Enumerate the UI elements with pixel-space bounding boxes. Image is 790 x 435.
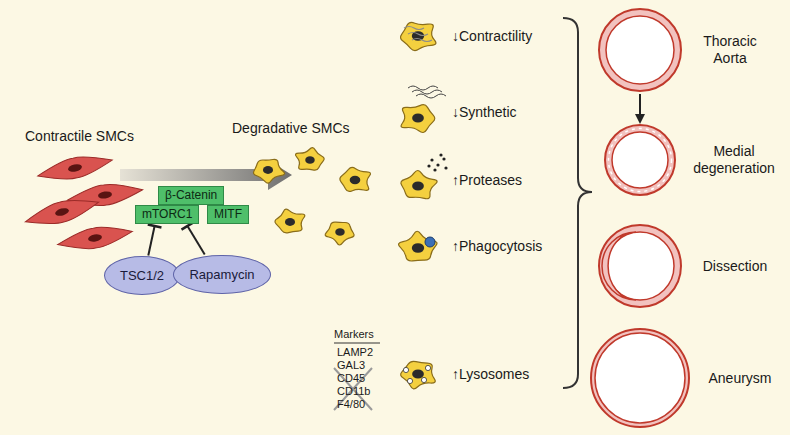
contractile-filament (404, 27, 424, 30)
phagocytosed-particle (425, 237, 435, 247)
degradative-cell (325, 222, 354, 245)
node-label: Rapamycin (189, 267, 254, 282)
degradative-cell (295, 148, 324, 170)
synthesis-squiggle (416, 94, 446, 98)
nucleus (285, 218, 295, 226)
protease-dot (444, 166, 447, 169)
marker-label: CD11b (337, 385, 370, 398)
nucleus (305, 156, 315, 163)
lysosome (425, 365, 430, 370)
contractile-cell (36, 150, 115, 186)
protease-dot (439, 153, 442, 156)
protease-dot (442, 157, 445, 160)
aorta-section: Aneurysm (590, 328, 690, 428)
lysosome (407, 378, 412, 383)
marker-label: CD45 (337, 372, 365, 385)
lysosome (403, 367, 408, 372)
nucleus (412, 181, 424, 190)
nucleus (263, 166, 273, 174)
aorta-drawing (598, 224, 682, 308)
nucleus (412, 369, 424, 378)
contractile-filament (412, 39, 432, 42)
marker-label: Markers (334, 328, 374, 341)
inhibition-line (148, 225, 162, 256)
aorta-label: Medial degeneration (688, 143, 780, 177)
aorta-label: Thoracic Aorta (694, 33, 766, 67)
aorta-drawing (598, 8, 682, 92)
degradative-cell (340, 167, 371, 191)
protease-dot (433, 168, 436, 171)
nucleus (412, 113, 424, 122)
degradative-cell (275, 209, 305, 233)
progression-arrow (640, 94, 641, 122)
cells (23, 22, 448, 388)
marker-label: GAL3 (337, 359, 365, 372)
aorta-label: Dissection (694, 258, 776, 275)
protease-dot (436, 163, 439, 166)
lysosome (421, 377, 426, 382)
property-label: ↓Contractility (452, 28, 532, 44)
cross-mark (334, 368, 372, 410)
aorta-drawing (590, 328, 690, 428)
brace (563, 18, 592, 388)
contractile-filament (408, 33, 428, 36)
group-label: Contractile SMCs (25, 128, 134, 144)
degradative-cell (401, 170, 437, 198)
dissection-flap (602, 232, 636, 300)
degradative-cell (399, 231, 437, 261)
property-label: ↑Lysosomes (452, 366, 529, 382)
degradative-cell (254, 159, 285, 183)
aorta-section: Thoracic Aorta (598, 8, 682, 92)
node-label: MITF (214, 207, 242, 221)
marker-label: F4/80 (337, 398, 365, 411)
inhibitor-ellipse: Rapamycin (173, 255, 270, 294)
synthesis-squiggle (412, 90, 442, 94)
aorta-section: Medial degeneration (604, 124, 676, 196)
degradative-cell (401, 22, 436, 50)
synthesis-squiggle (408, 86, 438, 90)
protease-dot (430, 158, 433, 161)
markers-underline (334, 343, 380, 344)
cross-mark (334, 368, 372, 410)
property-label: ↑Proteases (452, 172, 522, 188)
pathway-box: mTORC1 (135, 205, 199, 224)
pathway-box: MITF (207, 205, 249, 224)
contractile-cell (56, 221, 134, 254)
aorta-label: Aneurysm (702, 370, 778, 387)
nucleus (350, 176, 361, 184)
degradative-cell (401, 361, 436, 388)
property-label: ↓Synthetic (452, 104, 517, 120)
degradative-cell (401, 105, 435, 133)
aorta-drawing (604, 124, 676, 196)
marker-label: LAMP2 (337, 346, 373, 359)
protease-dot (427, 164, 430, 167)
property-label: ↑Phagocytosis (452, 238, 542, 254)
node-label: β-Catenin (165, 188, 217, 202)
pathway-box: β-Catenin (158, 186, 224, 205)
node-label: mTORC1 (142, 207, 192, 221)
group-label: Degradative SMCs (232, 120, 350, 136)
node-label: TSC1/2 (120, 268, 164, 283)
inhibition-line (181, 222, 204, 254)
inhibitor-ellipse: TSC1/2 (104, 256, 180, 295)
nucleus (412, 243, 424, 253)
contractile-cell (23, 192, 102, 231)
aorta-section: Dissection (598, 224, 682, 308)
nucleus (335, 228, 345, 235)
